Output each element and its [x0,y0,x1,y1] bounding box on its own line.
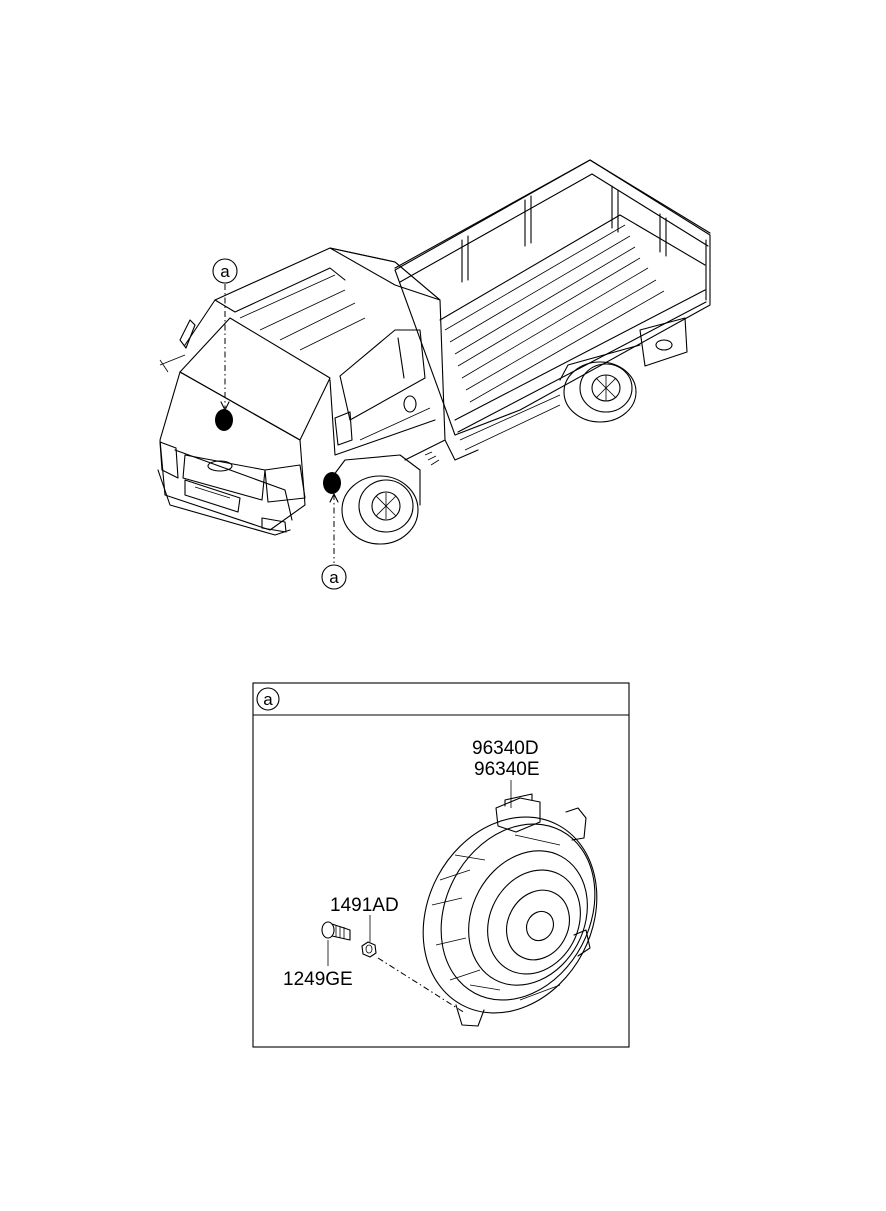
part-label-1491ad: 1491AD [330,895,399,916]
detail-header-label: a [263,690,273,709]
truck-illustration-icon [157,159,711,545]
top-callout-label: a [220,262,230,281]
part-label-96340d: 96340D [472,738,539,759]
arrow-head-icon [329,493,339,503]
arrow-head-icon [220,401,230,411]
detail-header-callout [256,687,280,711]
detail-box: a [252,682,630,1048]
bottom-callout-label: a [329,568,339,587]
top-callout: a [212,258,238,284]
speaker-location-marker [323,472,341,494]
speaker-location-marker [215,409,233,431]
speaker-illustration-icon [422,793,598,1027]
part-label-1249ge: 1249GE [283,969,353,990]
bottom-callout: a [321,564,347,590]
screw-icon [321,921,351,941]
leader-line [377,957,466,1014]
nut-icon [361,941,377,958]
part-label-96340e: 96340E [474,759,540,780]
